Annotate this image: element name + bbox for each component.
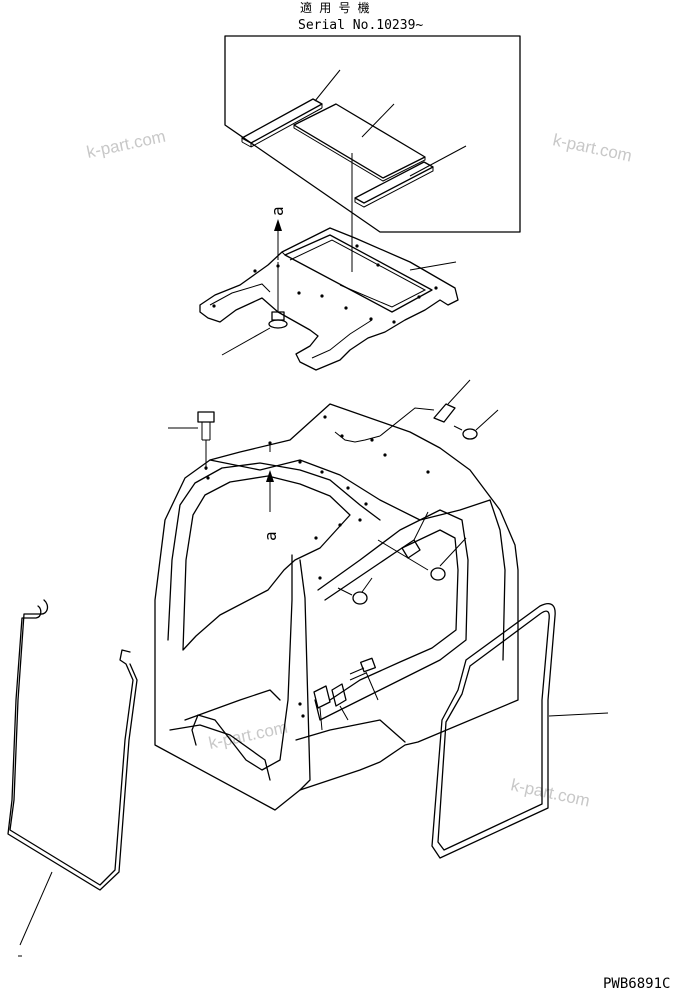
bracket-mid — [401, 511, 429, 559]
bolt-long — [349, 657, 379, 701]
watermark: k-part.com — [509, 775, 591, 810]
arrow-bottom-label: a — [261, 531, 280, 541]
stud-bolt — [221, 262, 288, 356]
drawing-code: PWB6891C — [603, 976, 670, 992]
direction-arrow-top — [274, 219, 282, 260]
hex-bolt-upper-left — [168, 411, 215, 470]
bolt-mid — [337, 577, 373, 605]
serial-detail-box — [224, 35, 521, 233]
plates-lower — [313, 683, 349, 731]
right-seal — [431, 602, 609, 859]
clip-bracket — [379, 379, 471, 437]
arrow-top-label: a — [268, 206, 287, 216]
screw-upper-right — [453, 409, 499, 440]
roof-plate — [199, 227, 459, 371]
left-seal — [7, 599, 138, 957]
applicable-serial-jp-label: 適 用 号 機 — [300, 0, 370, 15]
bolt-mid-right — [377, 537, 467, 581]
cab-frame — [154, 403, 519, 811]
watermark: k-part.com — [85, 127, 167, 162]
direction-arrow-bottom — [266, 445, 274, 512]
watermark: k-part.com — [551, 130, 633, 165]
watermarks: k-part.com k-part.com k-part.com k-part.… — [85, 127, 634, 811]
serial-number-label: Serial No.10239~ — [298, 18, 423, 33]
